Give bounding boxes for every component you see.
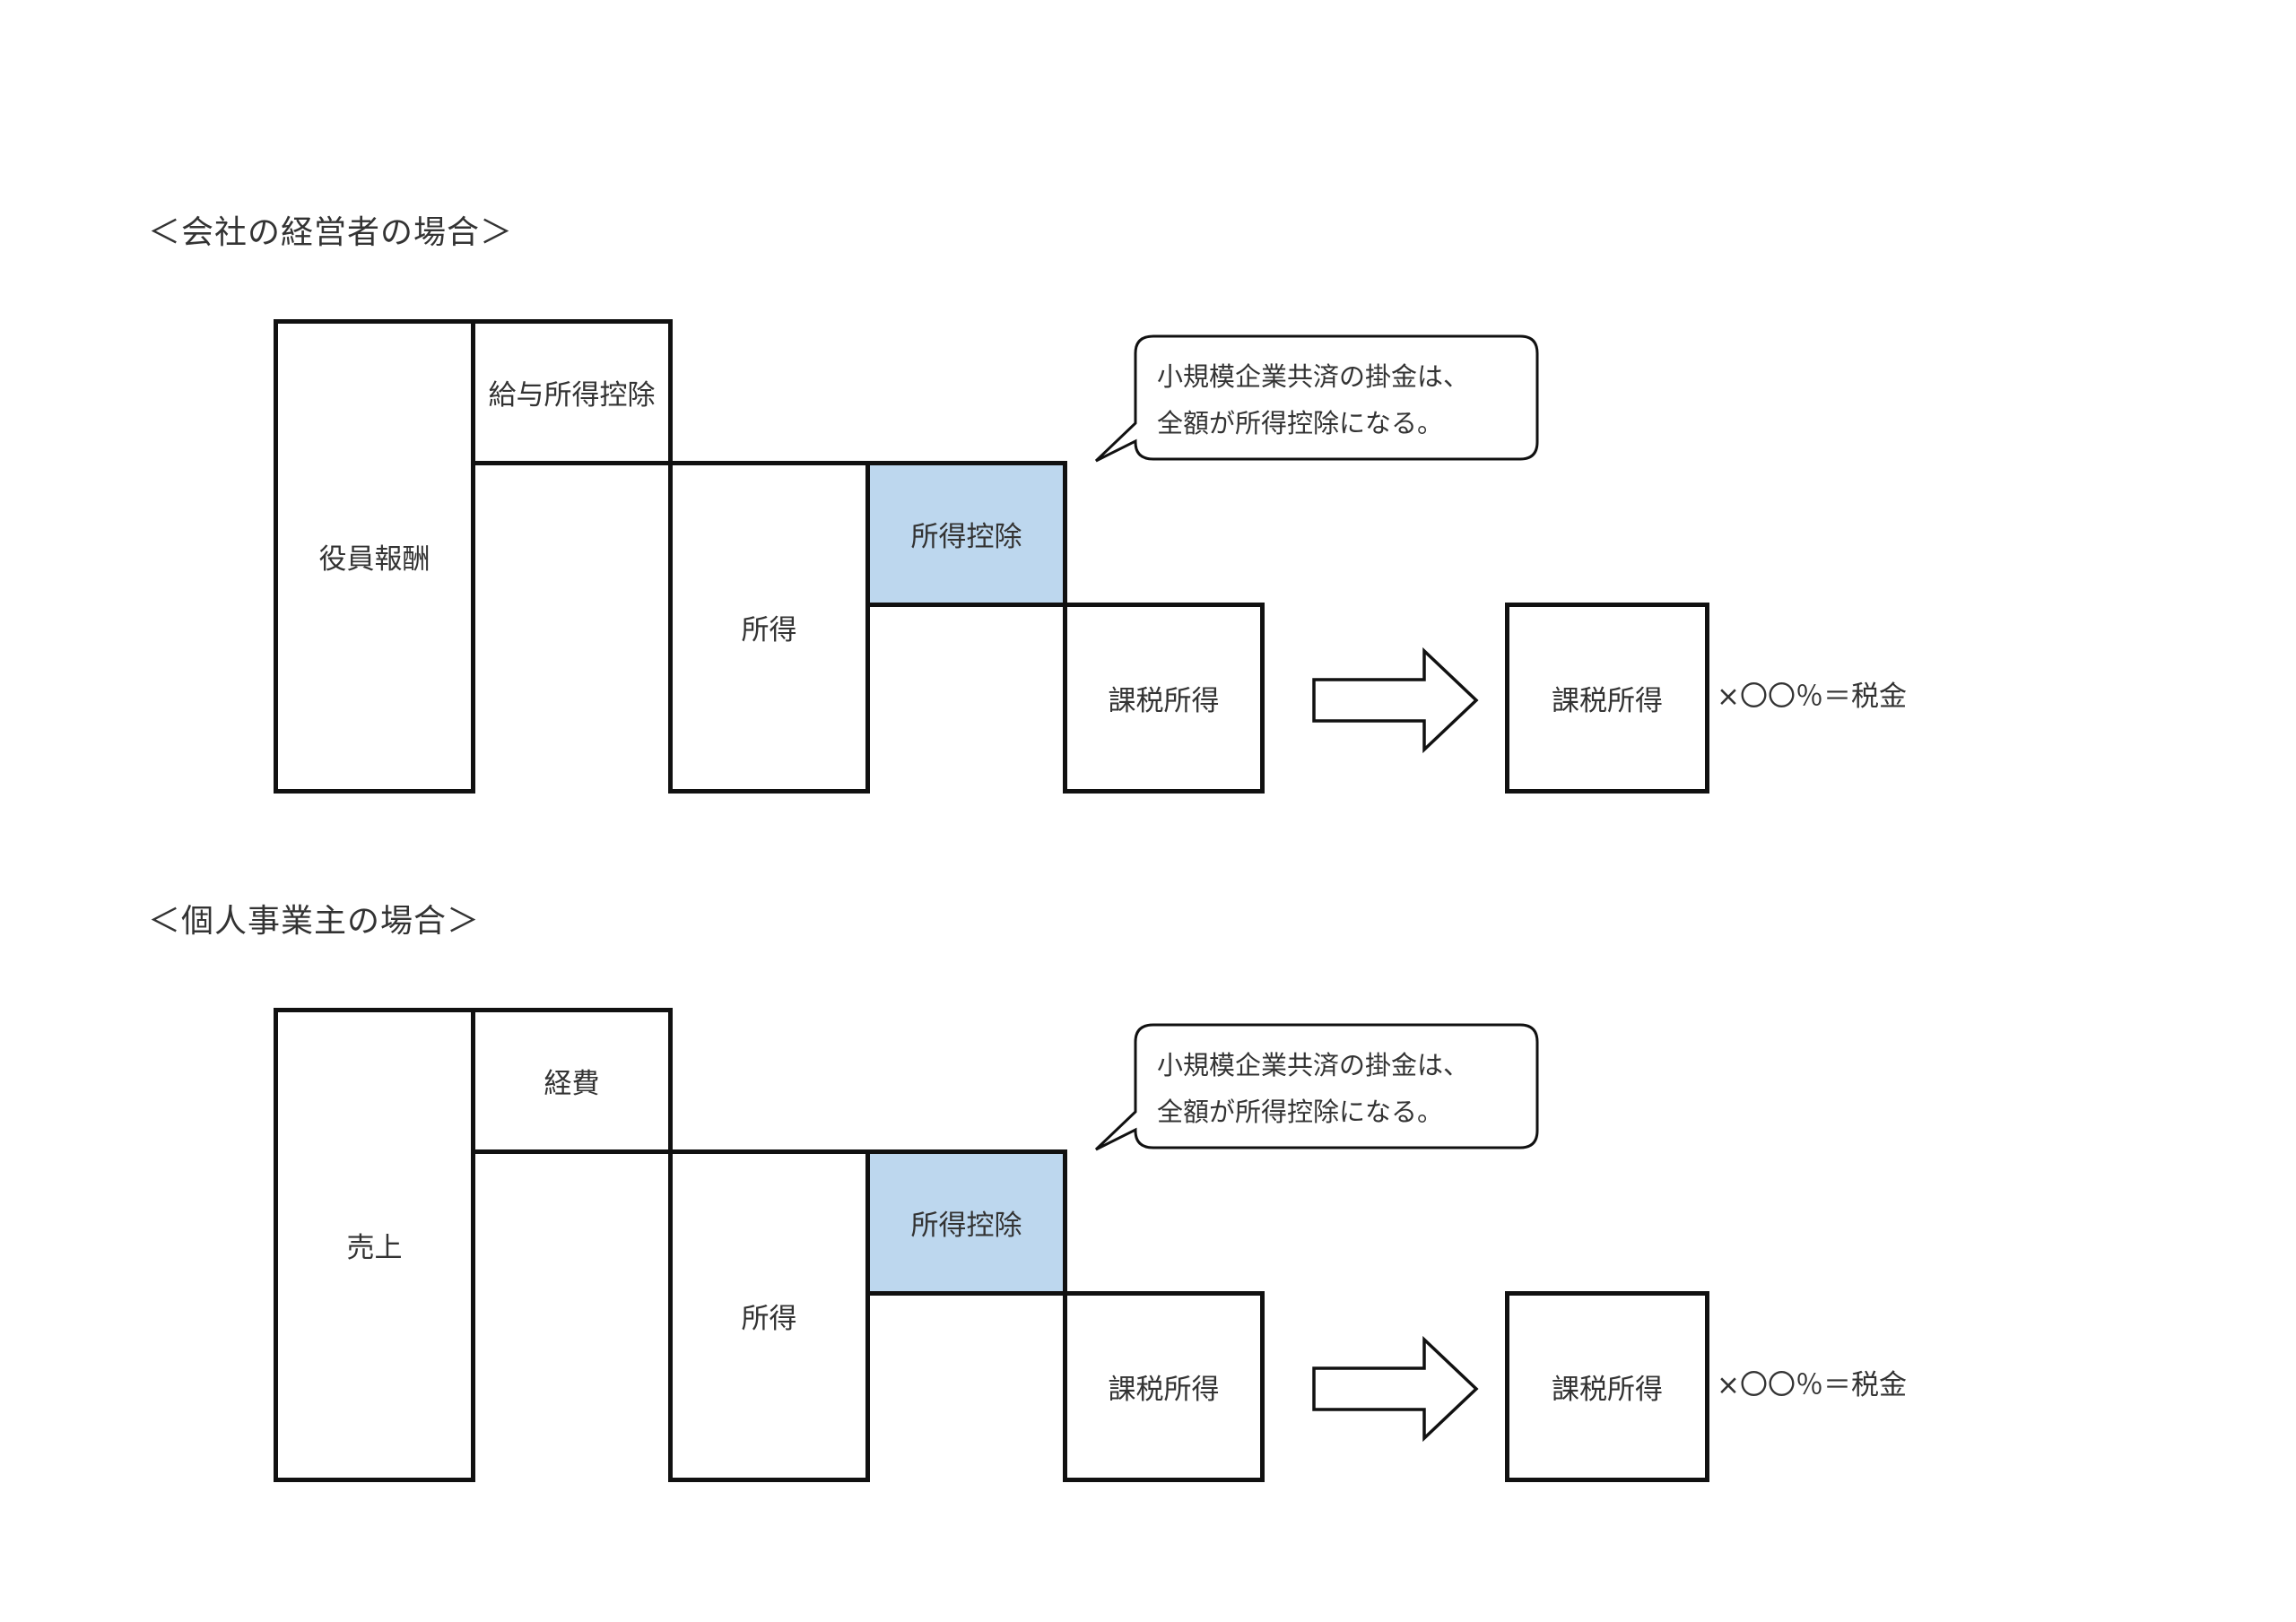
speech-bubble-icon [1094, 1023, 1539, 1151]
income-box: 所得 [668, 1149, 870, 1482]
section-title: ＜会社の経営者の場合＞ [148, 214, 514, 251]
right-arrow-icon [1312, 647, 1479, 753]
section-corporate-manager: ＜会社の経営者の場合＞ 役員報酬 給与所得控除 所得 所得控除 課税所得 課税所… [0, 0, 2296, 794]
salary-deduction-box: 給与所得控除 [471, 319, 673, 465]
tax-formula: ×〇〇％＝税金 [1717, 681, 1907, 713]
callout-line-2: 全額が所得控除になる。 [1157, 1097, 1444, 1127]
income-deduction-label: 所得控除 [910, 521, 1022, 553]
revenue-label: 役員報酬 [318, 543, 430, 576]
tax-formula: ×〇〇％＝税金 [1717, 1369, 1907, 1401]
section-sole-proprietor: ＜個人事業主の場合＞ 売上 経費 所得 所得控除 課税所得 課税所得 ×〇〇％＝… [0, 689, 2296, 1482]
income-label: 所得 [741, 614, 797, 646]
result-taxable-income-label: 課税所得 [1552, 685, 1663, 717]
revenue-label: 売上 [346, 1232, 403, 1264]
income-deduction-box: 所得控除 [865, 461, 1067, 607]
callout-line-1: 小規模企業共済の掛金は、 [1157, 361, 1470, 392]
income-label: 所得 [741, 1303, 797, 1335]
callout-text: 小規模企業共済の掛金は、 全額が所得控除になる。 [1157, 1042, 1469, 1135]
expenses-box: 経費 [471, 1008, 673, 1154]
result-taxable-income-box: 課税所得 [1505, 1291, 1709, 1482]
taxable-income-box: 課税所得 [1063, 603, 1265, 794]
income-deduction-label: 所得控除 [910, 1210, 1022, 1242]
taxable-income-label: 課税所得 [1108, 685, 1220, 717]
result-taxable-income-box: 課税所得 [1505, 603, 1709, 794]
revenue-box: 役員報酬 [274, 319, 475, 794]
revenue-box: 売上 [274, 1008, 475, 1482]
income-deduction-box: 所得控除 [865, 1149, 1067, 1296]
right-arrow-icon [1312, 1336, 1479, 1442]
taxable-income-label: 課税所得 [1108, 1374, 1220, 1406]
callout-line-2: 全額が所得控除になる。 [1157, 408, 1444, 438]
section-title: ＜個人事業主の場合＞ [148, 903, 481, 940]
result-taxable-income-label: 課税所得 [1552, 1374, 1663, 1406]
taxable-income-box: 課税所得 [1063, 1291, 1265, 1482]
expenses-label: 経費 [544, 1068, 600, 1100]
salary-deduction-label: 給与所得控除 [488, 379, 656, 412]
callout-line-1: 小規模企業共済の掛金は、 [1157, 1050, 1470, 1080]
callout-text: 小規模企業共済の掛金は、 全額が所得控除になる。 [1157, 353, 1469, 447]
income-box: 所得 [668, 461, 870, 794]
speech-bubble-icon [1094, 334, 1539, 463]
